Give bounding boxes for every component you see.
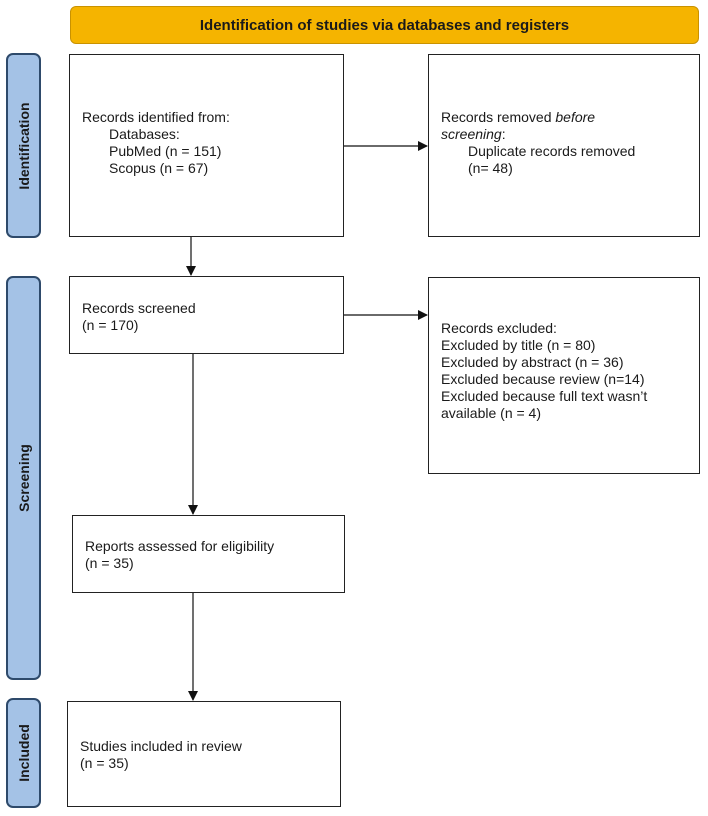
records-identified-heading: Records identified from: <box>82 109 230 125</box>
phase-included: Included <box>6 698 41 808</box>
records-removed-before: before <box>555 109 596 125</box>
diagram-header: Identification of studies via databases … <box>70 6 699 44</box>
studies-included-count: (n = 35) <box>80 755 129 771</box>
reports-assessed-box: Reports assessed for eligibility (n = 35… <box>72 515 345 593</box>
scopus-count: Scopus (n = 67) <box>109 160 209 176</box>
duplicate-records-count: (n= 48) <box>468 160 513 176</box>
records-removed-screening: screening <box>441 126 502 142</box>
pubmed-count: PubMed (n = 151) <box>109 143 222 159</box>
records-removed-box: Records removed before screening: Duplic… <box>428 54 700 237</box>
records-removed-prefix: Records removed <box>441 109 556 125</box>
studies-included-box: Studies included in review (n = 35) <box>67 701 341 807</box>
reports-assessed-label: Reports assessed for eligibility <box>85 538 275 554</box>
phase-screening: Screening <box>6 276 41 680</box>
records-screened-count: (n = 170) <box>82 317 139 333</box>
diagram-title: Identification of studies via databases … <box>199 16 570 34</box>
phase-identification: Identification <box>6 53 41 238</box>
records-removed-colon: : <box>501 126 506 142</box>
studies-included-label: Studies included in review <box>80 738 242 754</box>
records-screened-box: Records screened (n = 170) <box>69 276 344 354</box>
records-removed-subheading: screening: <box>441 126 687 143</box>
duplicate-records-label: Duplicate records removed <box>468 143 636 159</box>
records-removed-heading: Records removed before <box>441 109 687 126</box>
databases-label: Databases: <box>109 126 180 142</box>
records-excluded-box: Records excluded: Excluded by title (n =… <box>428 277 700 474</box>
excluded-by-abstract: Excluded by abstract (n = 36) <box>441 354 624 370</box>
records-excluded-heading: Records excluded: <box>441 320 557 336</box>
reports-assessed-count: (n = 35) <box>85 555 134 571</box>
excluded-review: Excluded because review (n=14) <box>441 371 645 387</box>
excluded-full-text: Excluded because full text wasn’t <box>441 388 648 404</box>
records-screened-label: Records screened <box>82 300 196 316</box>
excluded-full-text-count: available (n = 4) <box>441 405 542 421</box>
excluded-by-title: Excluded by title (n = 80) <box>441 337 596 353</box>
records-identified-box: Records identified from: Databases: PubM… <box>69 54 344 237</box>
